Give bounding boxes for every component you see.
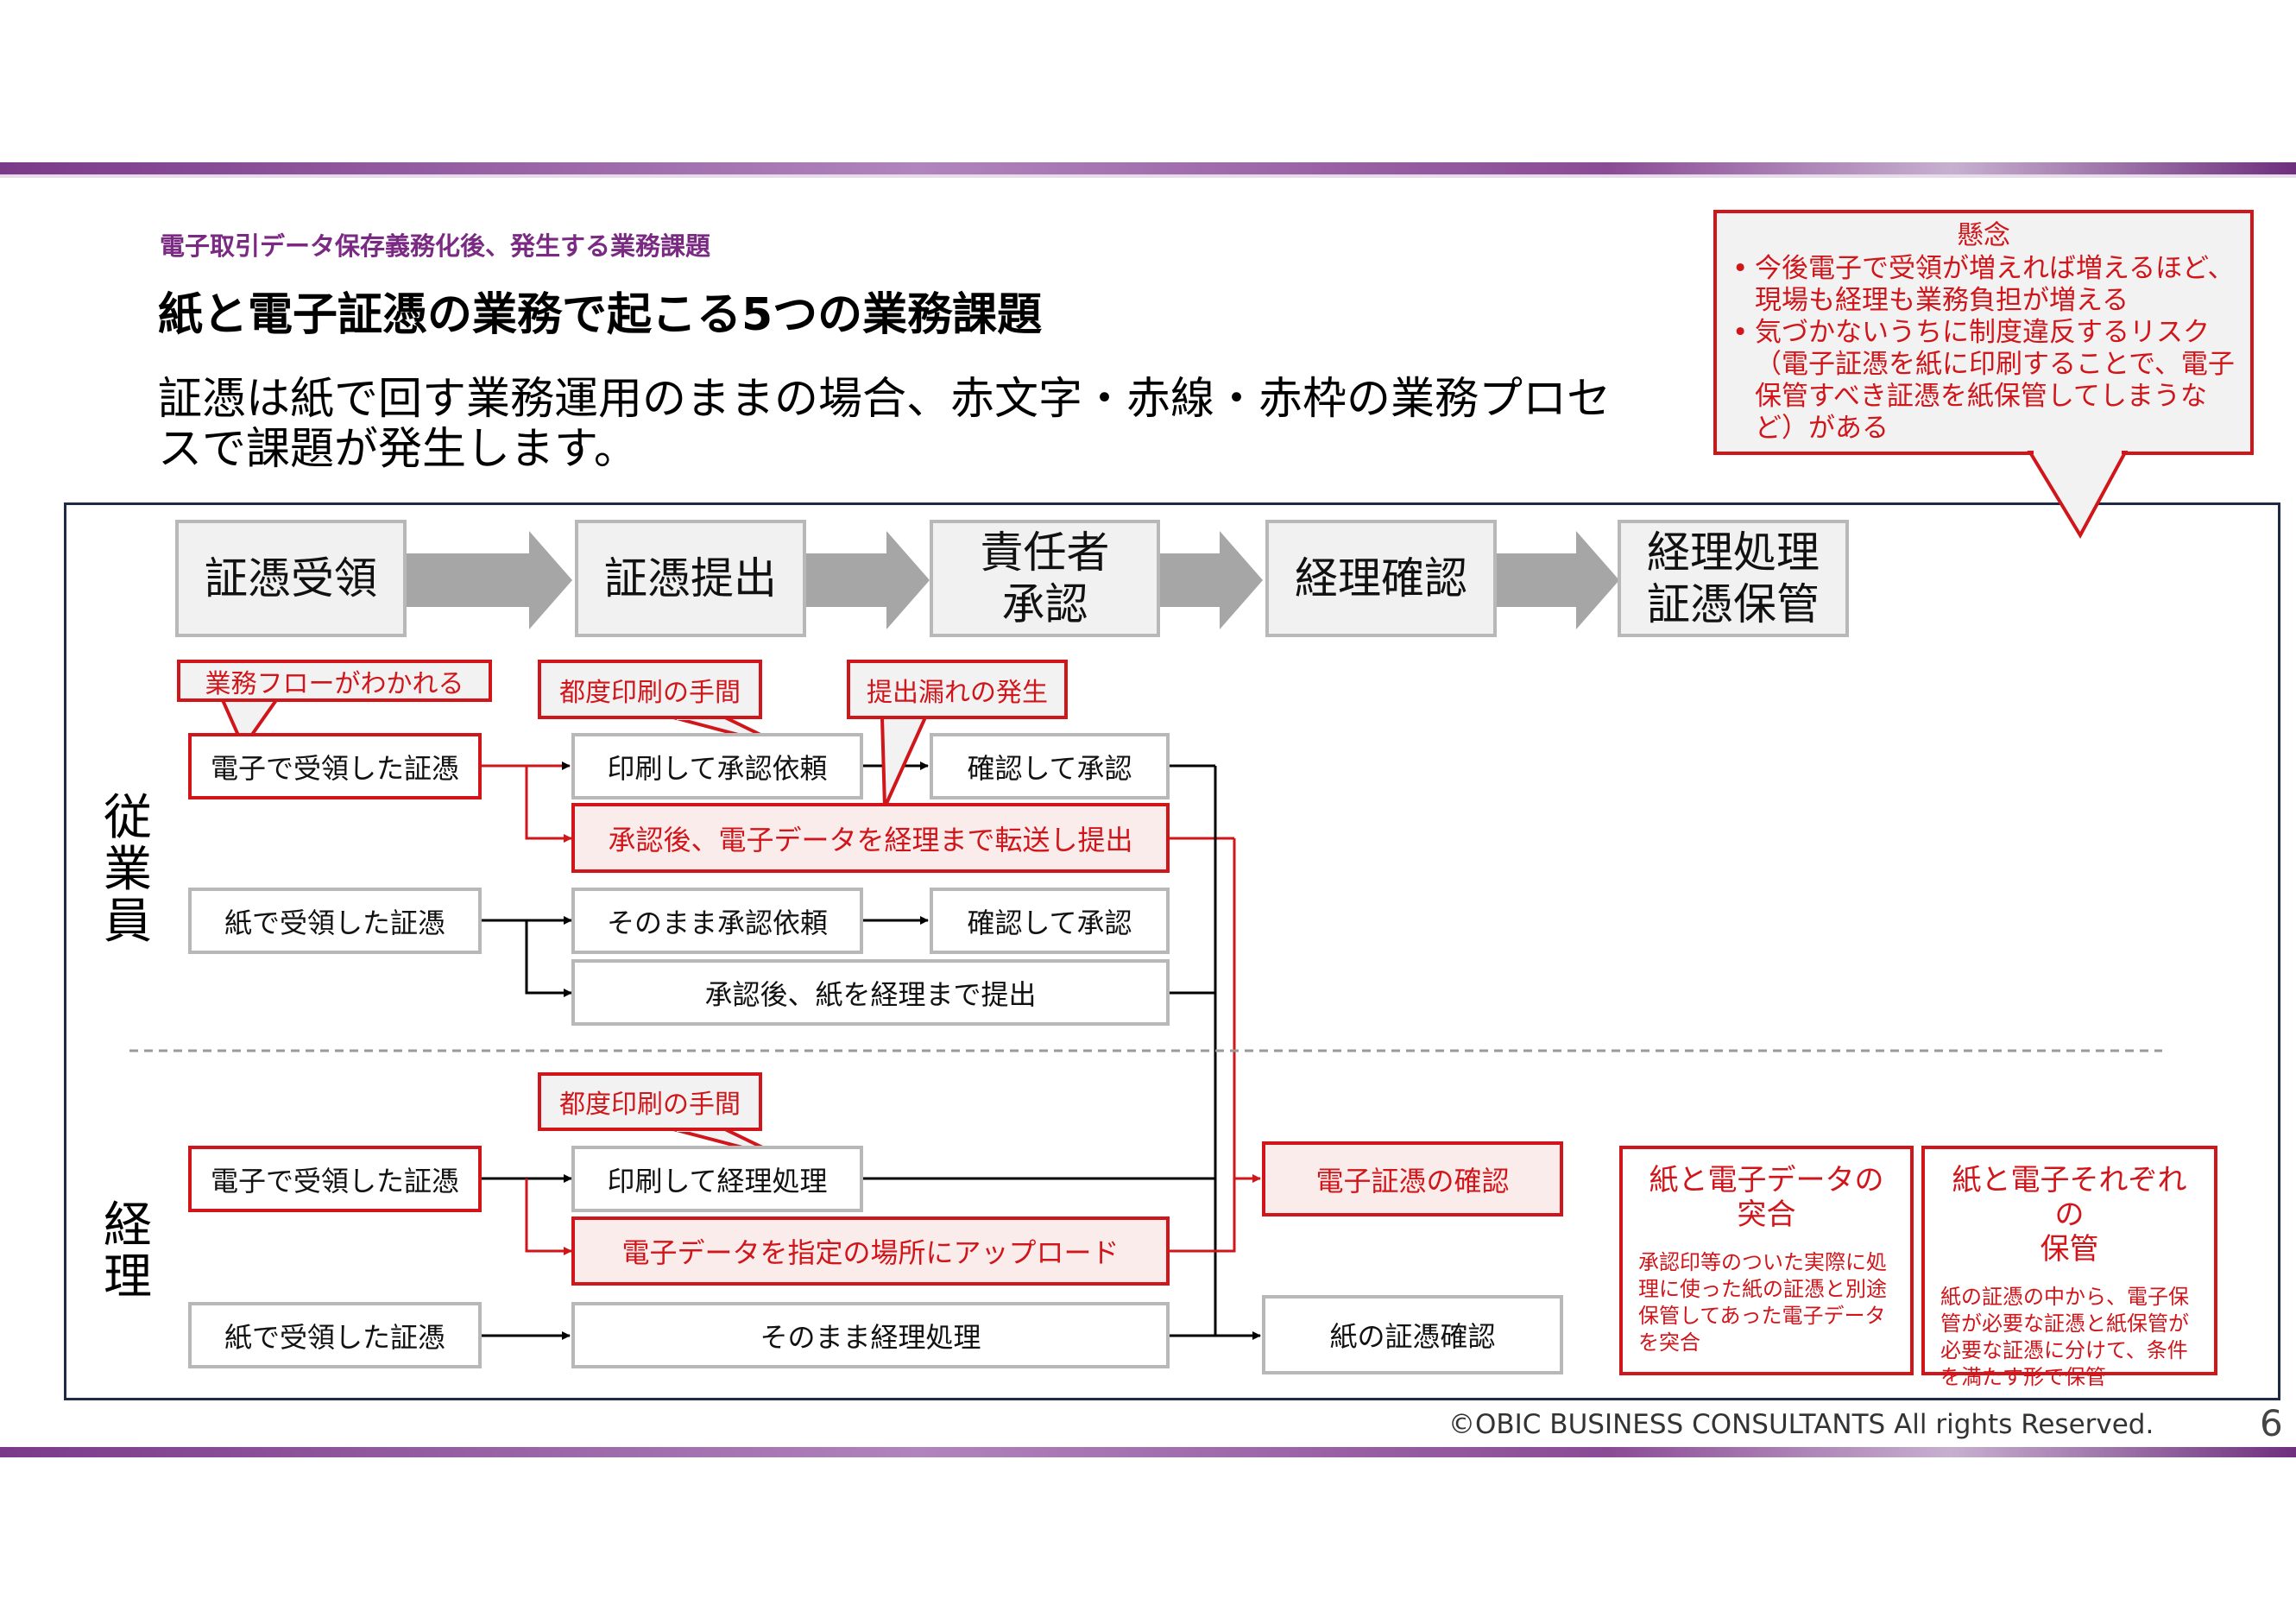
issue-description: 紙の証憑の中から、電子保管が必要な証憑と紙保管が必要な証憑に分けて、条件を満たす… — [1940, 1285, 2189, 1389]
stage-accounting-check: 経理確認 — [1265, 520, 1497, 637]
slide-title: 紙と電子証憑の業務で起こる5つの業務課題 — [158, 289, 1043, 341]
employee-confirm-approve-1: 確認して承認 — [930, 733, 1170, 799]
issue-reconciliation: 紙と電子データの 突合 承認印等のついた実際に処理に使った紙の証憑と別途保管して… — [1619, 1146, 1914, 1375]
employee-paper-submit: 承認後、紙を経理まで提出 — [571, 959, 1170, 1026]
concern-list: •今後電子で受領が増えれば増えるほど、現場も経理も業務負担が増える •気づかない… — [1732, 253, 2235, 445]
employee-paper-received: 紙で受領した証憑 — [188, 888, 482, 954]
stage-arrow — [805, 531, 930, 629]
diagram-frame — [64, 502, 2280, 1400]
stage-processing-storage: 経理処理 証憑保管 — [1618, 520, 1849, 637]
stage-arrow — [406, 531, 572, 629]
employee-confirm-approve-2: 確認して承認 — [930, 888, 1170, 954]
role-employee: 従業員 — [104, 790, 152, 950]
accounting-electronic-check: 電子証憑の確認 — [1262, 1141, 1563, 1216]
accounting-upload: 電子データを指定の場所にアップロード — [571, 1216, 1170, 1286]
concern-tail — [2027, 451, 2129, 540]
callout-print-effort-employee: 都度印刷の手間 — [538, 660, 762, 719]
accounting-direct-process: そのまま経理処理 — [571, 1302, 1170, 1368]
concern-box: 懸念 •今後電子で受領が増えれば増えるほど、現場も経理も業務負担が増える •気づ… — [1713, 210, 2254, 455]
issue-description: 承認印等のついた実際に処理に使った紙の証憑と別途保管してあった電子データを突合 — [1638, 1250, 1887, 1355]
stage-receipt: 証憑受領 — [175, 520, 407, 637]
accounting-paper-received: 紙で受領した証憑 — [188, 1302, 482, 1368]
issue-title: 紙と電子データの 突合 — [1649, 1163, 1884, 1232]
accounting-paper-check: 紙の証憑確認 — [1262, 1295, 1563, 1374]
top-band — [0, 162, 2296, 174]
employee-direct-request: そのまま承認依頼 — [571, 888, 863, 954]
role-accounting: 経理 — [104, 1197, 152, 1305]
employee-print-request: 印刷して承認依頼 — [571, 733, 863, 799]
copyright: ©OBIC BUSINESS CONSULTANTS All rights Re… — [1448, 1409, 2154, 1440]
issue-title: 紙と電子それぞれの 保管 — [1952, 1163, 2187, 1267]
page-number: 6 — [2260, 1402, 2283, 1444]
issue-separate-storage: 紙と電子それぞれの 保管 紙の証憑の中から、電子保管が必要な証憑と紙保管が必要な… — [1921, 1146, 2217, 1389]
top-band-shadow — [0, 174, 2296, 178]
concern-item-text: 今後電子で受領が増えれば増えるほど、現場も経理も業務負担が増える — [1755, 253, 2235, 316]
stage-approval: 責任者 承認 — [930, 520, 1160, 637]
concern-title: 懸念 — [1957, 220, 2010, 251]
lead-text: 証憑は紙で回す業務運用のままの場合、赤文字・赤線・赤枠の業務プロセスで課題が発生… — [158, 374, 1612, 475]
stage-arrow — [1496, 531, 1619, 629]
stage-submission: 証憑提出 — [575, 520, 806, 637]
accounting-print-process: 印刷して経理処理 — [571, 1146, 863, 1212]
callout-print-effort-accounting: 都度印刷の手間 — [538, 1072, 762, 1131]
bottom-band — [0, 1447, 2296, 1457]
slide-subtitle: 電子取引データ保存義務化後、発生する業務課題 — [160, 231, 711, 261]
stage-arrow — [1158, 531, 1263, 629]
concern-item: •今後電子で受領が増えれば増えるほど、現場も経理も業務負担が増える — [1732, 253, 2235, 316]
employee-transfer-submit: 承認後、電子データを経理まで転送し提出 — [571, 803, 1170, 873]
concern-item-text: 気づかないうちに制度違反するリスク（電子証憑を紙に印刷することで、電子保管すべき… — [1755, 317, 2235, 444]
employee-electronic-received: 電子で受領した証憑 — [188, 733, 482, 799]
accounting-electronic-received: 電子で受領した証憑 — [188, 1146, 482, 1212]
concern-item: •気づかないうちに制度違反するリスク（電子証憑を紙に印刷することで、電子保管すべ… — [1732, 317, 2235, 444]
callout-submission-omission: 提出漏れの発生 — [847, 660, 1068, 719]
callout-flow-split: 業務フローがわかれる — [177, 660, 492, 702]
